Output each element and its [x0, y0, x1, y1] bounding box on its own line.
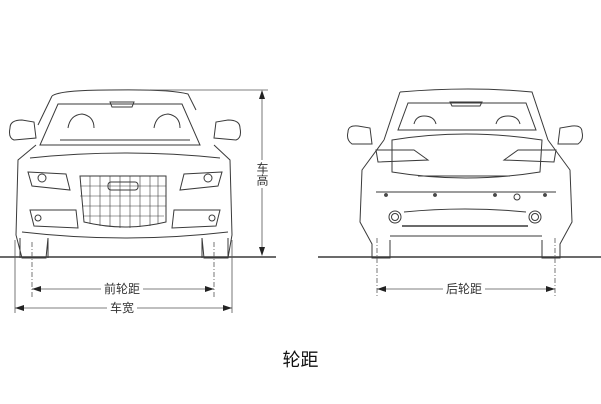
dimension-lines — [14, 89, 556, 313]
front-track-label: 前轮距 — [101, 282, 144, 296]
front-car-outline — [9, 89, 241, 259]
arrowheads — [15, 90, 555, 311]
diagram-caption: 轮距 — [282, 350, 319, 371]
rear-car-outline — [347, 88, 583, 259]
vehicle-height-label: 车高 — [255, 160, 269, 188]
rear-track-label: 后轮距 — [443, 282, 486, 296]
vehicle-width-label: 车宽 — [107, 301, 138, 315]
